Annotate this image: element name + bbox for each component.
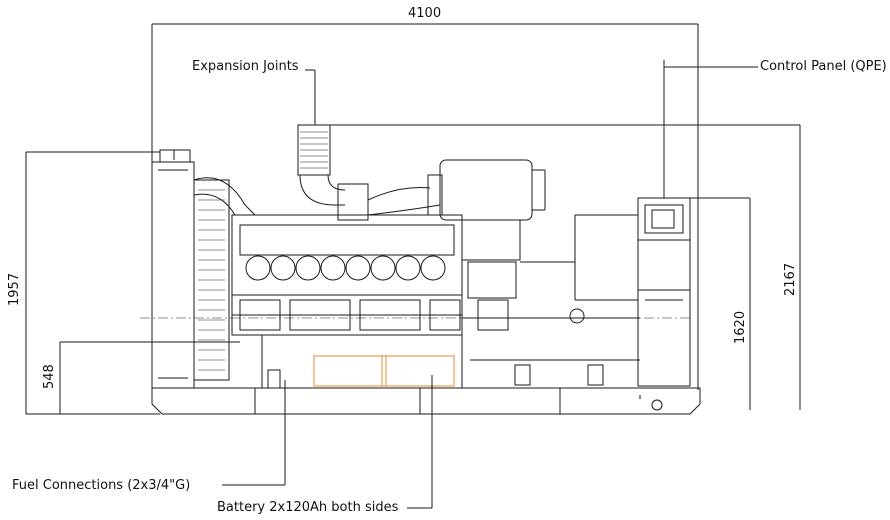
control-panel bbox=[520, 60, 691, 387]
dimension-2167-lines bbox=[330, 124, 801, 410]
exhaust bbox=[297, 124, 441, 221]
air-filter-housing bbox=[427, 159, 546, 221]
dimension-height-fuel: 548 bbox=[42, 364, 57, 389]
callout-expansion-joints: Expansion Joints bbox=[192, 59, 299, 74]
dimension-1957-lines bbox=[25, 151, 160, 415]
callout-control-panel: Control Panel (QPE) bbox=[760, 59, 887, 74]
dimension-548-lines bbox=[59, 341, 240, 414]
callout-battery: Battery 2x120Ah both sides bbox=[217, 500, 399, 515]
dimension-height-exhaust: 2167 bbox=[783, 262, 798, 296]
base-frame bbox=[151, 387, 701, 415]
leader-lines bbox=[222, 66, 758, 509]
dimension-overall-length: 4100 bbox=[408, 6, 442, 21]
alternator bbox=[461, 219, 640, 386]
engine-block bbox=[231, 214, 463, 389]
radiator bbox=[151, 149, 256, 389]
battery bbox=[313, 355, 455, 387]
dimension-height-radiator: 1957 bbox=[7, 272, 22, 306]
dimension-1620-lines bbox=[690, 197, 751, 410]
dimension-height-control-panel: 1620 bbox=[733, 310, 748, 344]
callout-fuel-connections: Fuel Connections (2x3/4"G) bbox=[12, 478, 191, 493]
